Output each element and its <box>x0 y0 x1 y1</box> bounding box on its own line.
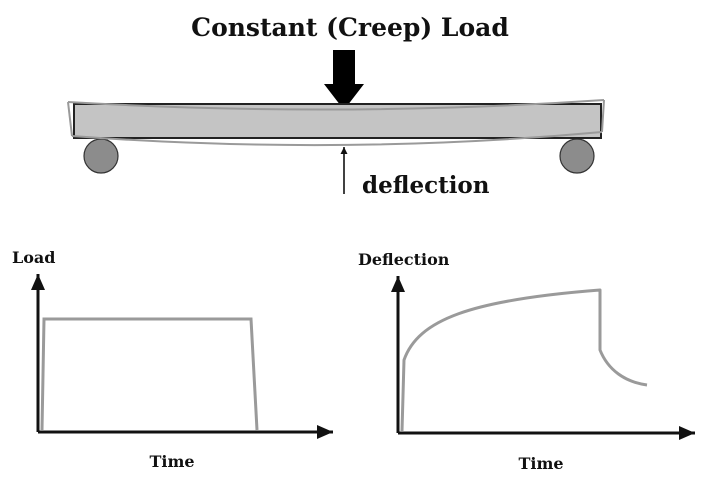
deformed-beam-top-outline <box>67 99 605 111</box>
load-time-axis-label: Time <box>149 452 194 471</box>
deformed-beam-left-edge <box>67 101 73 137</box>
deflection-label: deflection <box>362 172 490 199</box>
load-curve <box>40 317 259 431</box>
deflection-time-chart: Deflection Time <box>358 250 695 473</box>
deformed-beam-right-edge <box>601 99 605 133</box>
left-support-roller <box>83 138 119 174</box>
load-time-chart: Load Time <box>12 248 333 471</box>
deformed-beam-bottom-outline <box>71 131 603 147</box>
right-support-roller <box>559 138 595 174</box>
creep-recovery-curve <box>400 288 648 432</box>
deflection-axis-label: Deflection <box>358 250 450 269</box>
deflection-time-axis-label: Time <box>518 454 563 473</box>
load-axis-label: Load <box>12 248 55 267</box>
figure-title: Constant (Creep) Load <box>191 13 509 42</box>
creep-load-arrow <box>324 50 364 110</box>
